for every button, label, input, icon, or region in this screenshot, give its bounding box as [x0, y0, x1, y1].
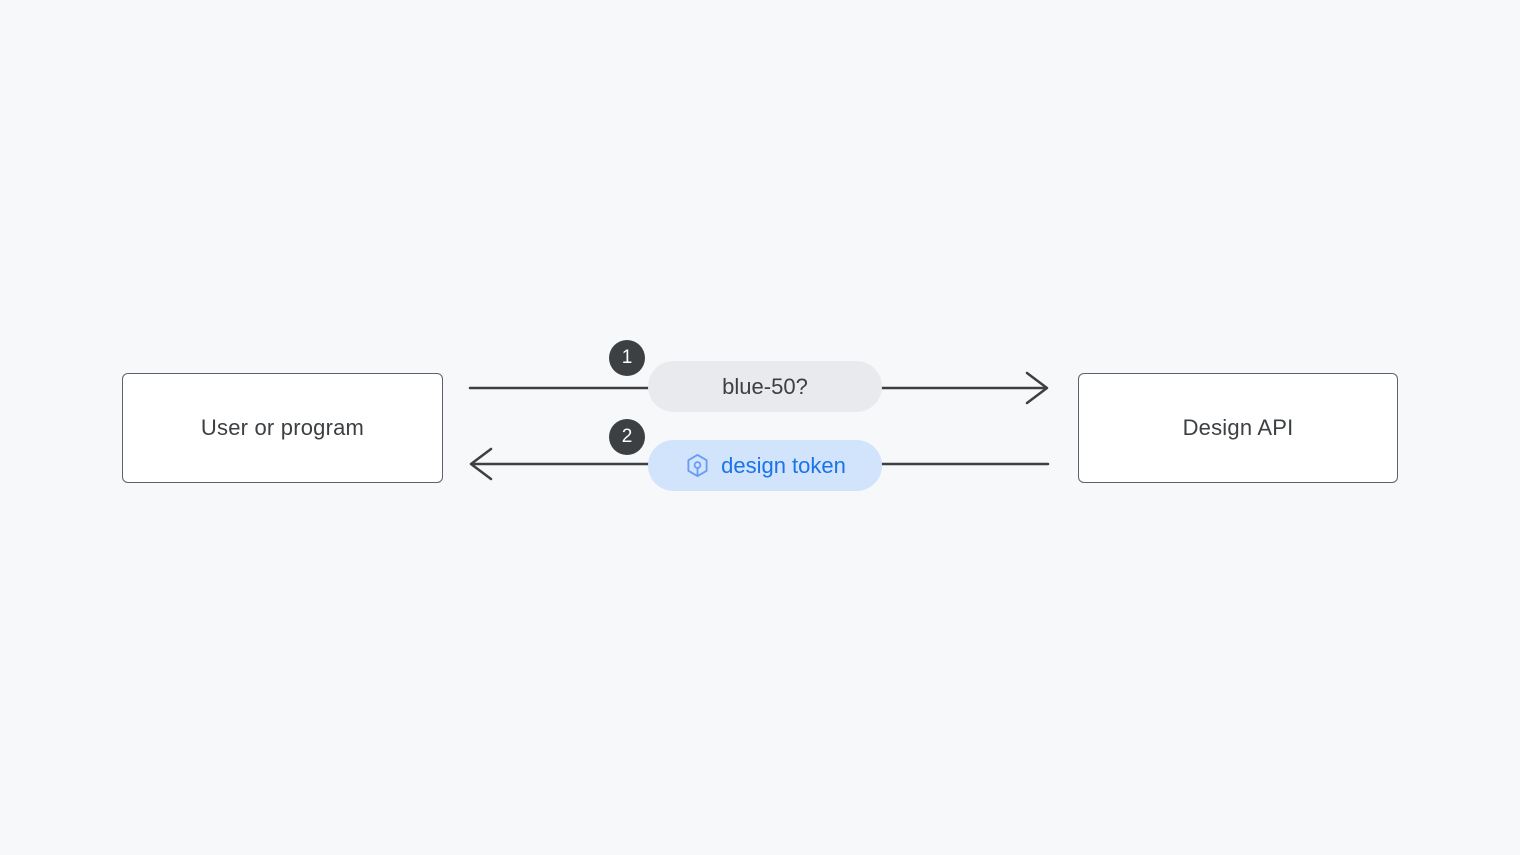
node-user-or-program-label: User or program	[200, 415, 365, 440]
step-badge-1-number: 1	[621, 347, 633, 368]
arrowhead-right-icon	[1025, 371, 1049, 405]
token-pill: design token	[648, 440, 882, 491]
request-pill: blue-50?	[648, 361, 882, 412]
node-design-api-label: Design API	[1182, 415, 1294, 440]
step-badge-2: 2	[609, 419, 645, 455]
token-pill-label: design token	[721, 452, 846, 478]
node-design-api: Design API	[1078, 373, 1398, 483]
request-pill-label: blue-50?	[722, 373, 808, 399]
step-badge-2-number: 2	[621, 426, 633, 447]
token-icon	[684, 452, 711, 479]
node-user-or-program: User or program	[122, 373, 443, 483]
step-badge-1: 1	[609, 340, 645, 376]
arrowhead-left-icon	[469, 447, 493, 481]
